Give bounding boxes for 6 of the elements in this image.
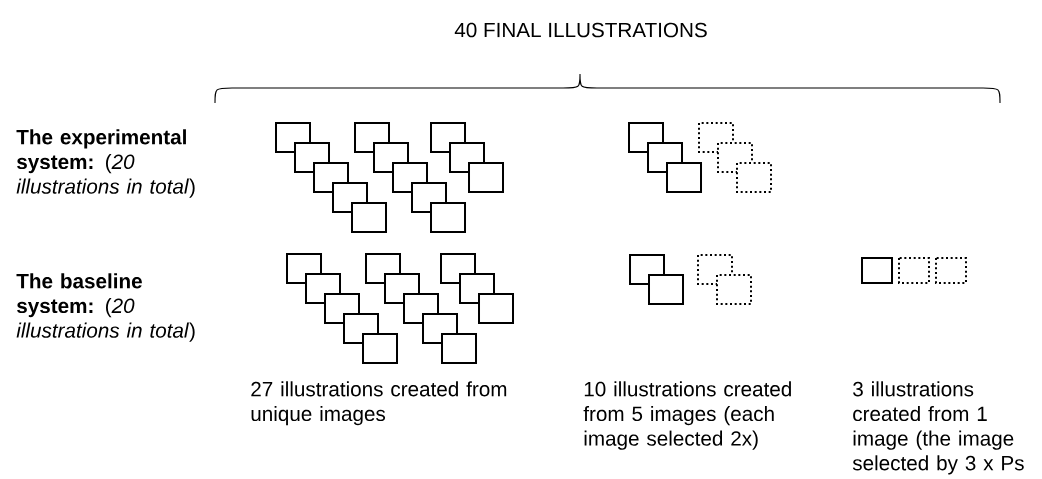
caption-text: 3 illustrations created from 1 image (the image selected by 3 x Ps xyxy=(852,381,1024,475)
row-label: The baseline system: (20 illustrations in total) xyxy=(16,273,195,342)
caption-text: 27 illustrations created from unique images xyxy=(251,381,507,426)
heading: 40 FINAL ILLUSTRATIONS xyxy=(454,22,707,38)
row-label: The experimental system: (20 illustrations in total) xyxy=(16,129,195,198)
caption-text: 10 illustrations created from 5 images (each image selected 2x) xyxy=(583,381,791,450)
